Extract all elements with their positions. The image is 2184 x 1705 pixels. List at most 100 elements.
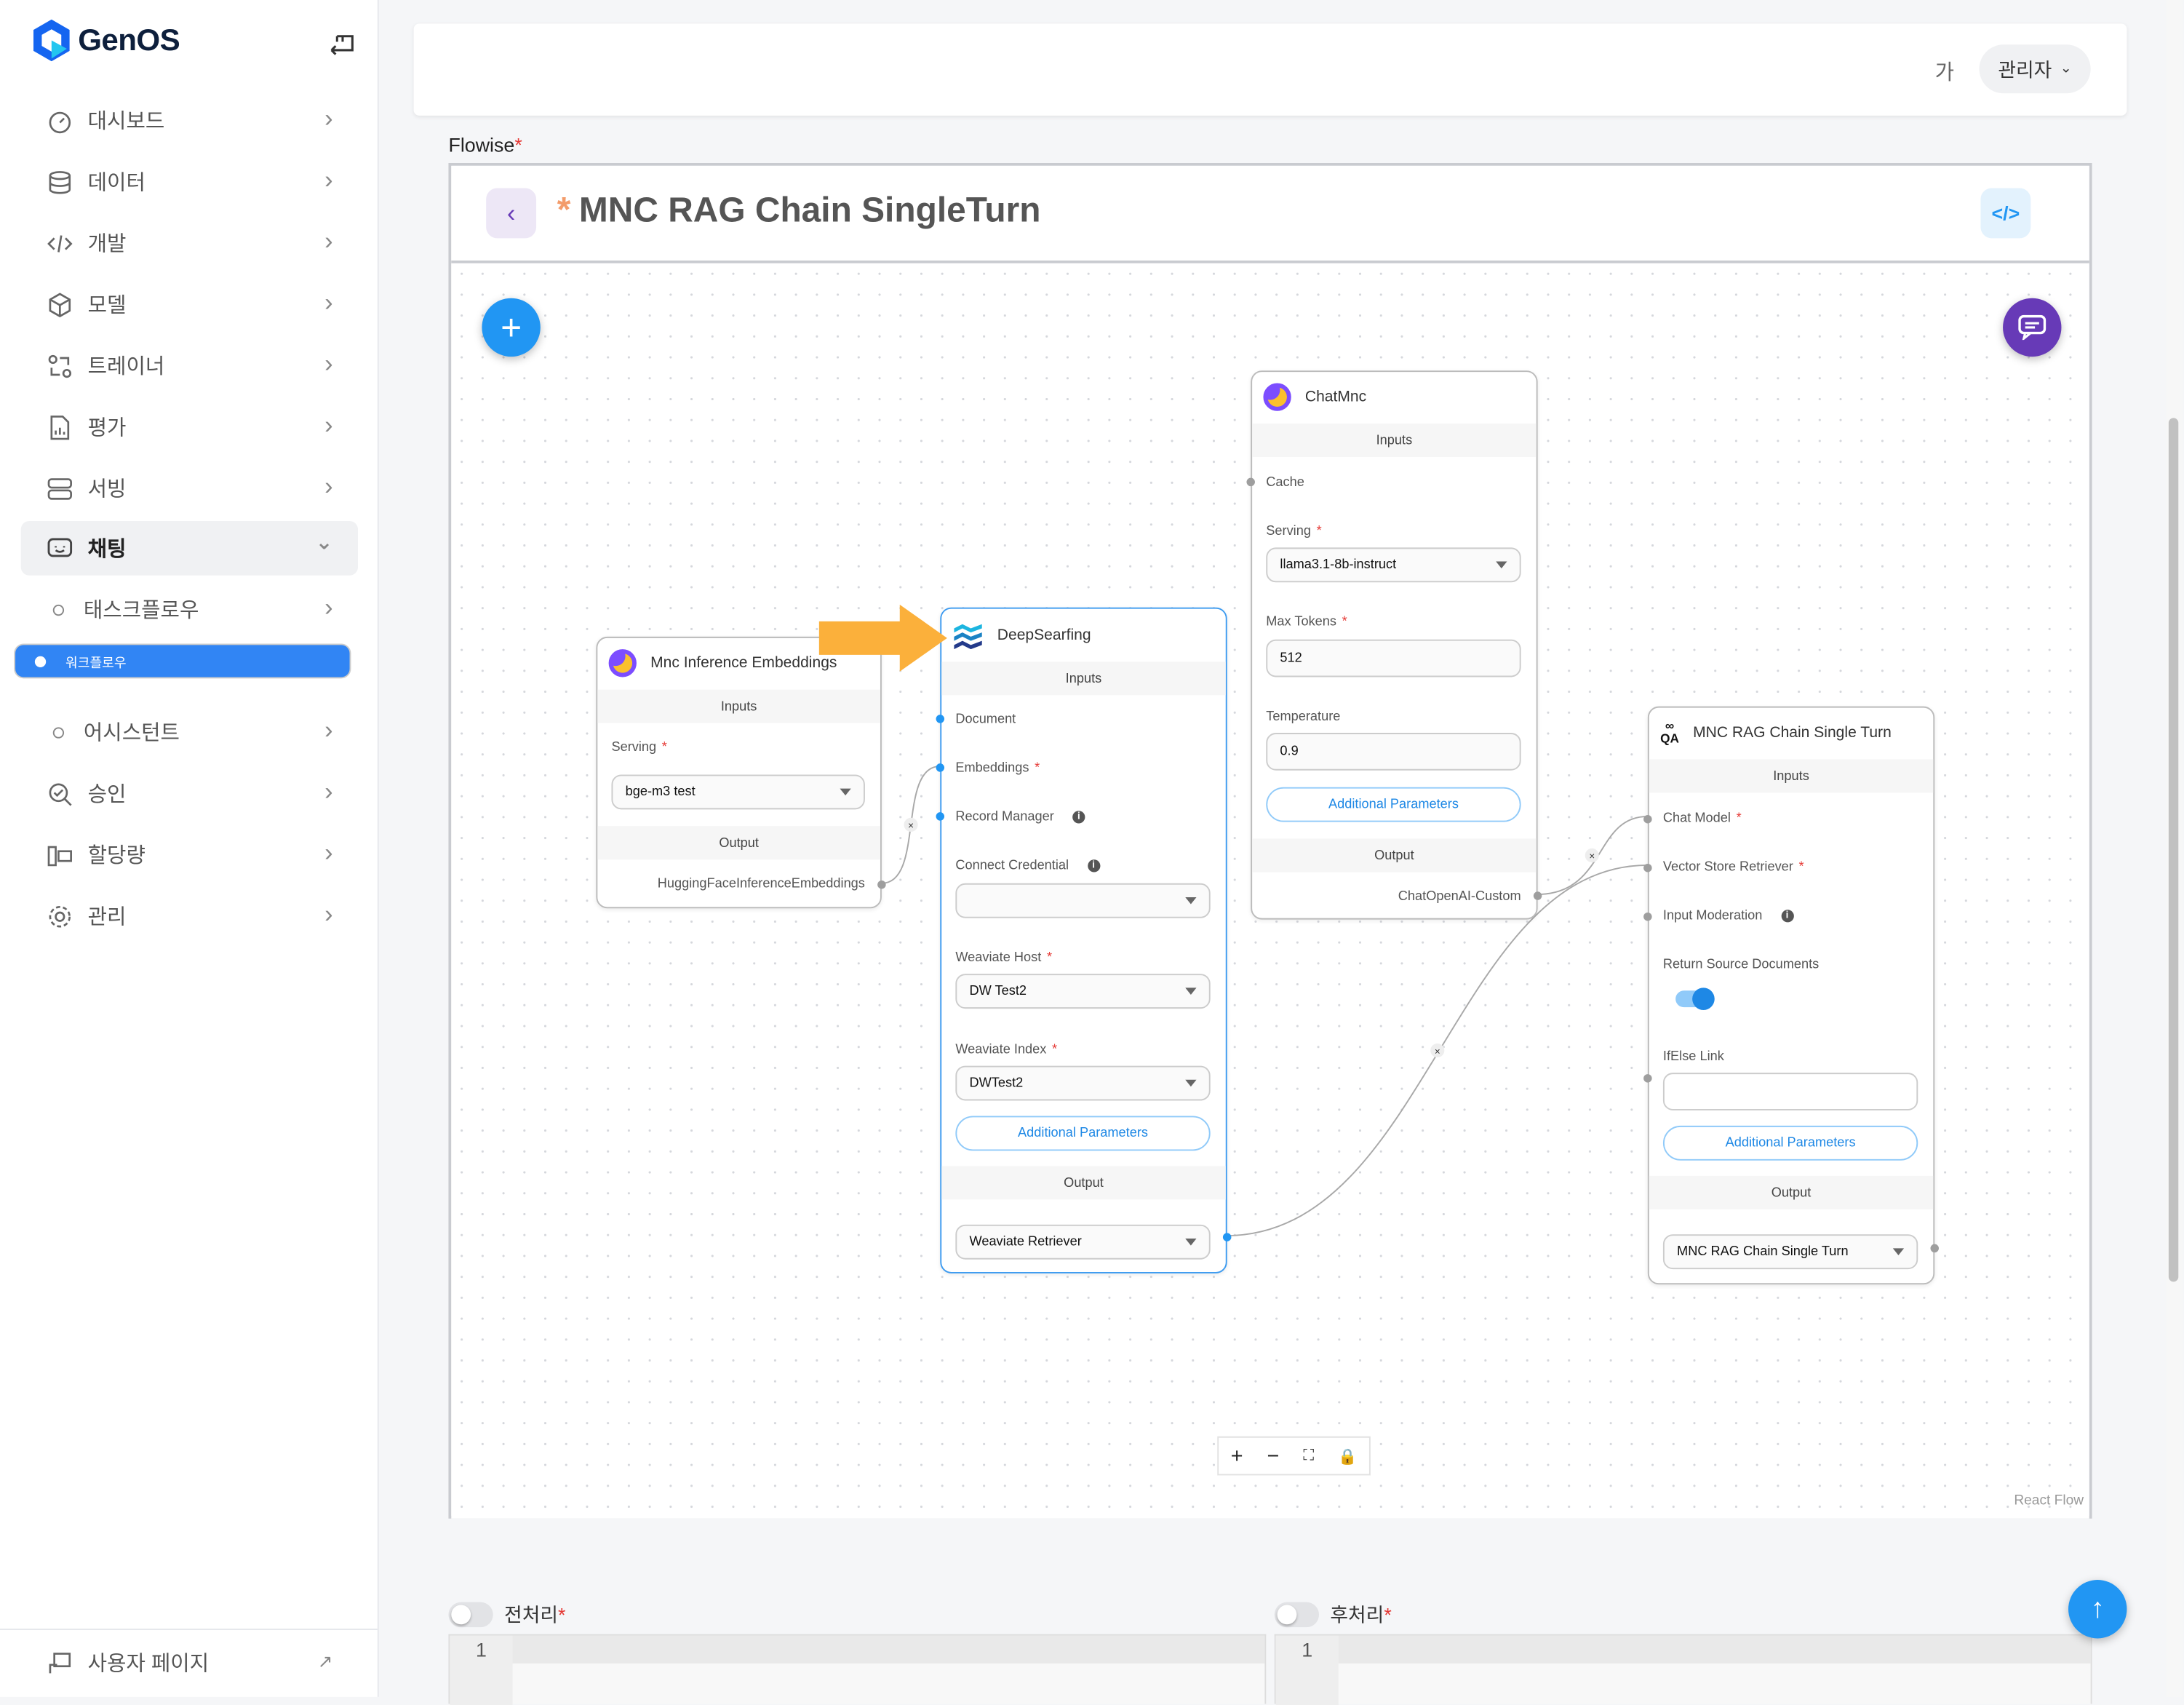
node-deepsearfing[interactable]: DeepSearfing Inputs Document Embeddings*… (936, 607, 1232, 1273)
sidebar-item-label: 모델 (87, 293, 127, 318)
output-select[interactable]: Weaviate Retriever (955, 1224, 1211, 1260)
zoom-in-icon[interactable]: + (1230, 1444, 1243, 1468)
code-button[interactable]: </> (1980, 188, 2031, 239)
sidebar-item-label: 트레이너 (87, 355, 165, 379)
weaviate-host-select[interactable]: DW Test2 (955, 974, 1211, 1009)
additional-parameters-button[interactable]: Additional Parameters (1266, 787, 1521, 822)
postprocess-toggle-row: 후처리* (1274, 1601, 1392, 1629)
scrollbar[interactable] (2166, 0, 2183, 1697)
scrollbar-thumb[interactable] (2168, 418, 2179, 1282)
user-name: 관리자 (1998, 57, 2052, 81)
max-tokens-input[interactable]: 512 (1266, 639, 1521, 677)
sidebar-item-label: 어시스턴트 (83, 721, 180, 746)
sidebar-item[interactable]: 평가› (21, 400, 358, 454)
sidebar-item-label: 승인 (87, 782, 127, 807)
output-handle[interactable] (1222, 1233, 1232, 1241)
output-select[interactable]: MNC RAG Chain Single Turn (1662, 1234, 1918, 1270)
serving-select[interactable]: llama3.1-8b-instruct (1266, 547, 1521, 583)
preprocess-label: 전처리* (504, 1603, 566, 1626)
additional-parameters-button[interactable]: Additional Parameters (1662, 1125, 1918, 1161)
svg-text:×: × (1589, 851, 1595, 862)
document-handle[interactable] (936, 715, 945, 723)
logo[interactable]: GenOS (33, 19, 180, 62)
fit-view-icon[interactable]: ⛶ (1303, 1447, 1315, 1464)
sidebar-item[interactable]: 데이터› (21, 155, 358, 210)
output-handle[interactable] (1533, 891, 1542, 900)
genos-logo-icon (33, 19, 70, 62)
record-manager-handle[interactable] (936, 812, 945, 821)
postprocess-editor[interactable]: 1 (1274, 1634, 2092, 1705)
highlight-arrow-icon (818, 604, 947, 672)
user-menu[interactable]: 관리자⌄ (1979, 44, 2091, 94)
chevron-right-icon: › (324, 104, 333, 132)
flowise-editor: ‹ *MNC RAG Chain SingleTurn </> + × × × (448, 162, 2092, 1519)
output-handle[interactable] (877, 880, 886, 889)
postprocess-toggle[interactable] (1274, 1602, 1320, 1628)
flow-canvas[interactable]: + × × × Mnc Inference Embeddings (451, 263, 2089, 1519)
user-page-link[interactable]: 사용자 페이지 ↗ (21, 1636, 358, 1690)
add-node-button[interactable]: + (482, 298, 541, 357)
document-label: Document (955, 712, 1016, 728)
chevron-right-icon: › (324, 227, 333, 255)
back-button[interactable]: ‹ (486, 188, 537, 239)
vector-store-label: Vector Store Retriever* (1662, 859, 1804, 875)
temperature-input[interactable]: 0.9 (1266, 733, 1521, 771)
embeddings-handle[interactable] (936, 763, 945, 772)
output-header: Output (941, 1166, 1226, 1200)
weaviate-index-label: Weaviate Index* (955, 1042, 1058, 1058)
language-toggle[interactable]: 가 (1934, 61, 1955, 85)
approval-icon (46, 779, 73, 807)
node-title: MNC RAG Chain Single Turn (1693, 724, 1892, 742)
preprocess-editor[interactable]: 1 (448, 1634, 1267, 1705)
return-source-toggle[interactable] (1675, 987, 1715, 1011)
user-page-icon (46, 1649, 73, 1677)
embeddings-label: Embeddings* (955, 760, 1040, 776)
inputs-header: Inputs (1252, 424, 1537, 457)
cache-handle[interactable] (1246, 477, 1255, 487)
preprocess-toggle[interactable] (448, 1602, 493, 1628)
output-handle[interactable] (1930, 1244, 1939, 1253)
ifelse-input[interactable] (1662, 1073, 1918, 1110)
sidebar-item[interactable]: 할당량› (21, 827, 358, 882)
cube-icon (46, 290, 73, 318)
node-chatmnc[interactable]: ChatMnc Inputs Cache Serving* llama3.1-8… (1246, 370, 1542, 920)
cache-label: Cache (1266, 474, 1304, 490)
sidebar-item[interactable]: 관리› (21, 889, 358, 943)
node-mnc-inference-embeddings[interactable]: Mnc Inference Embeddings Inputs Serving*… (596, 636, 886, 909)
chat-model-handle[interactable] (1643, 814, 1652, 824)
weaviate-index-select[interactable]: DWTest2 (955, 1065, 1211, 1101)
sidebar-item[interactable]: 대시보드› (21, 93, 358, 148)
sidebar-item[interactable]: 채팅⌄ (20, 521, 359, 576)
chevron-down-icon: ⌄ (315, 530, 333, 555)
chat-button[interactable] (2003, 298, 2062, 357)
sidebar-item[interactable]: 승인› (21, 766, 358, 821)
sidebar-item[interactable]: 개발› (21, 216, 358, 271)
flowise-label: Flowise* (448, 133, 522, 156)
collapse-sidebar-icon[interactable] (330, 33, 355, 63)
vector-store-handle[interactable] (1643, 863, 1652, 873)
sidebar-item-label: 태스크플로우 (83, 599, 199, 623)
chevron-right-icon: › (324, 899, 333, 929)
input-moderation-handle[interactable] (1643, 912, 1652, 921)
sidebar-item[interactable]: 태스크플로우› (21, 582, 358, 637)
zoom-out-icon[interactable]: − (1267, 1444, 1280, 1468)
sidebar-item[interactable]: 워크플로우 (14, 643, 351, 679)
ifelse-handle[interactable] (1643, 1074, 1652, 1083)
credential-select[interactable] (955, 883, 1211, 918)
additional-parameters-button[interactable]: Additional Parameters (955, 1116, 1211, 1151)
top-header: 가 관리자⌄ (413, 23, 2127, 116)
sidebar-item[interactable]: 서빙› (21, 461, 358, 516)
lock-icon[interactable]: 🔒 (1338, 1448, 1358, 1466)
scroll-top-button[interactable]: ↑ (2068, 1580, 2127, 1639)
sidebar-item[interactable]: 모델› (21, 277, 358, 332)
max-tokens-label: Max Tokens* (1266, 614, 1347, 630)
react-flow-attribution[interactable]: React Flow (2014, 1493, 2084, 1509)
info-icon: i (1072, 811, 1085, 824)
server-icon (46, 474, 73, 502)
sidebar-item-label: 할당량 (87, 844, 146, 868)
serving-select[interactable]: bge-m3 test (611, 774, 865, 810)
chevron-right-icon: › (324, 472, 333, 501)
sidebar-item[interactable]: 어시스턴트› (21, 705, 358, 760)
sidebar-item[interactable]: 트레이너› (21, 338, 358, 393)
